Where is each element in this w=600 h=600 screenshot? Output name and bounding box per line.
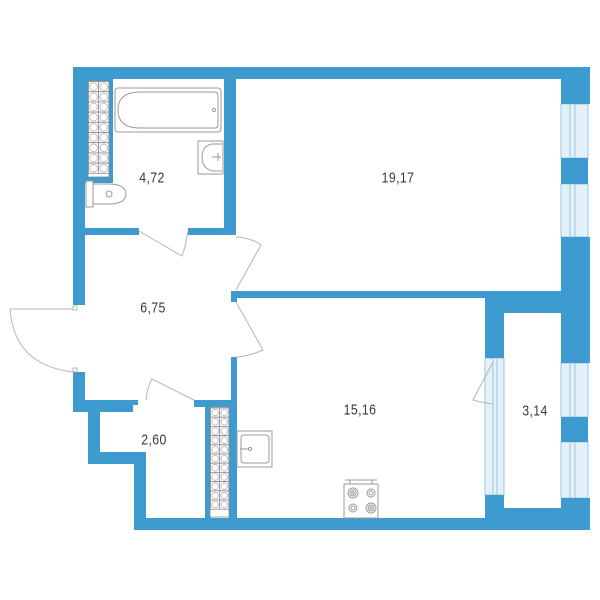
bathroom-sink-icon xyxy=(197,140,224,175)
storage-door xyxy=(145,378,195,401)
room-area-kitchen: 15,16 xyxy=(343,401,377,419)
entrance-door xyxy=(9,308,74,373)
kitchen-sink-icon xyxy=(236,430,273,468)
window-balcony-door xyxy=(484,357,505,496)
room-area-living-room: 19,17 xyxy=(381,169,415,187)
living-room-door xyxy=(235,236,262,291)
windows xyxy=(484,103,589,499)
kitchen-door xyxy=(235,301,264,358)
room-area-storage: 2,60 xyxy=(141,431,167,449)
stove-icon xyxy=(343,479,379,519)
bathtub-icon xyxy=(114,87,222,133)
balcony-door xyxy=(472,361,494,405)
room-area-balcony: 3,14 xyxy=(522,402,548,420)
bathroom-door xyxy=(138,230,189,257)
room-area-bathroom: 4,72 xyxy=(139,169,165,187)
doors xyxy=(9,230,494,405)
toilet-icon xyxy=(85,180,127,208)
bathroom-shaft xyxy=(87,80,110,178)
kitchen-shaft xyxy=(209,406,230,518)
room-area-hallway: 6,75 xyxy=(140,299,166,317)
walls xyxy=(73,67,590,530)
